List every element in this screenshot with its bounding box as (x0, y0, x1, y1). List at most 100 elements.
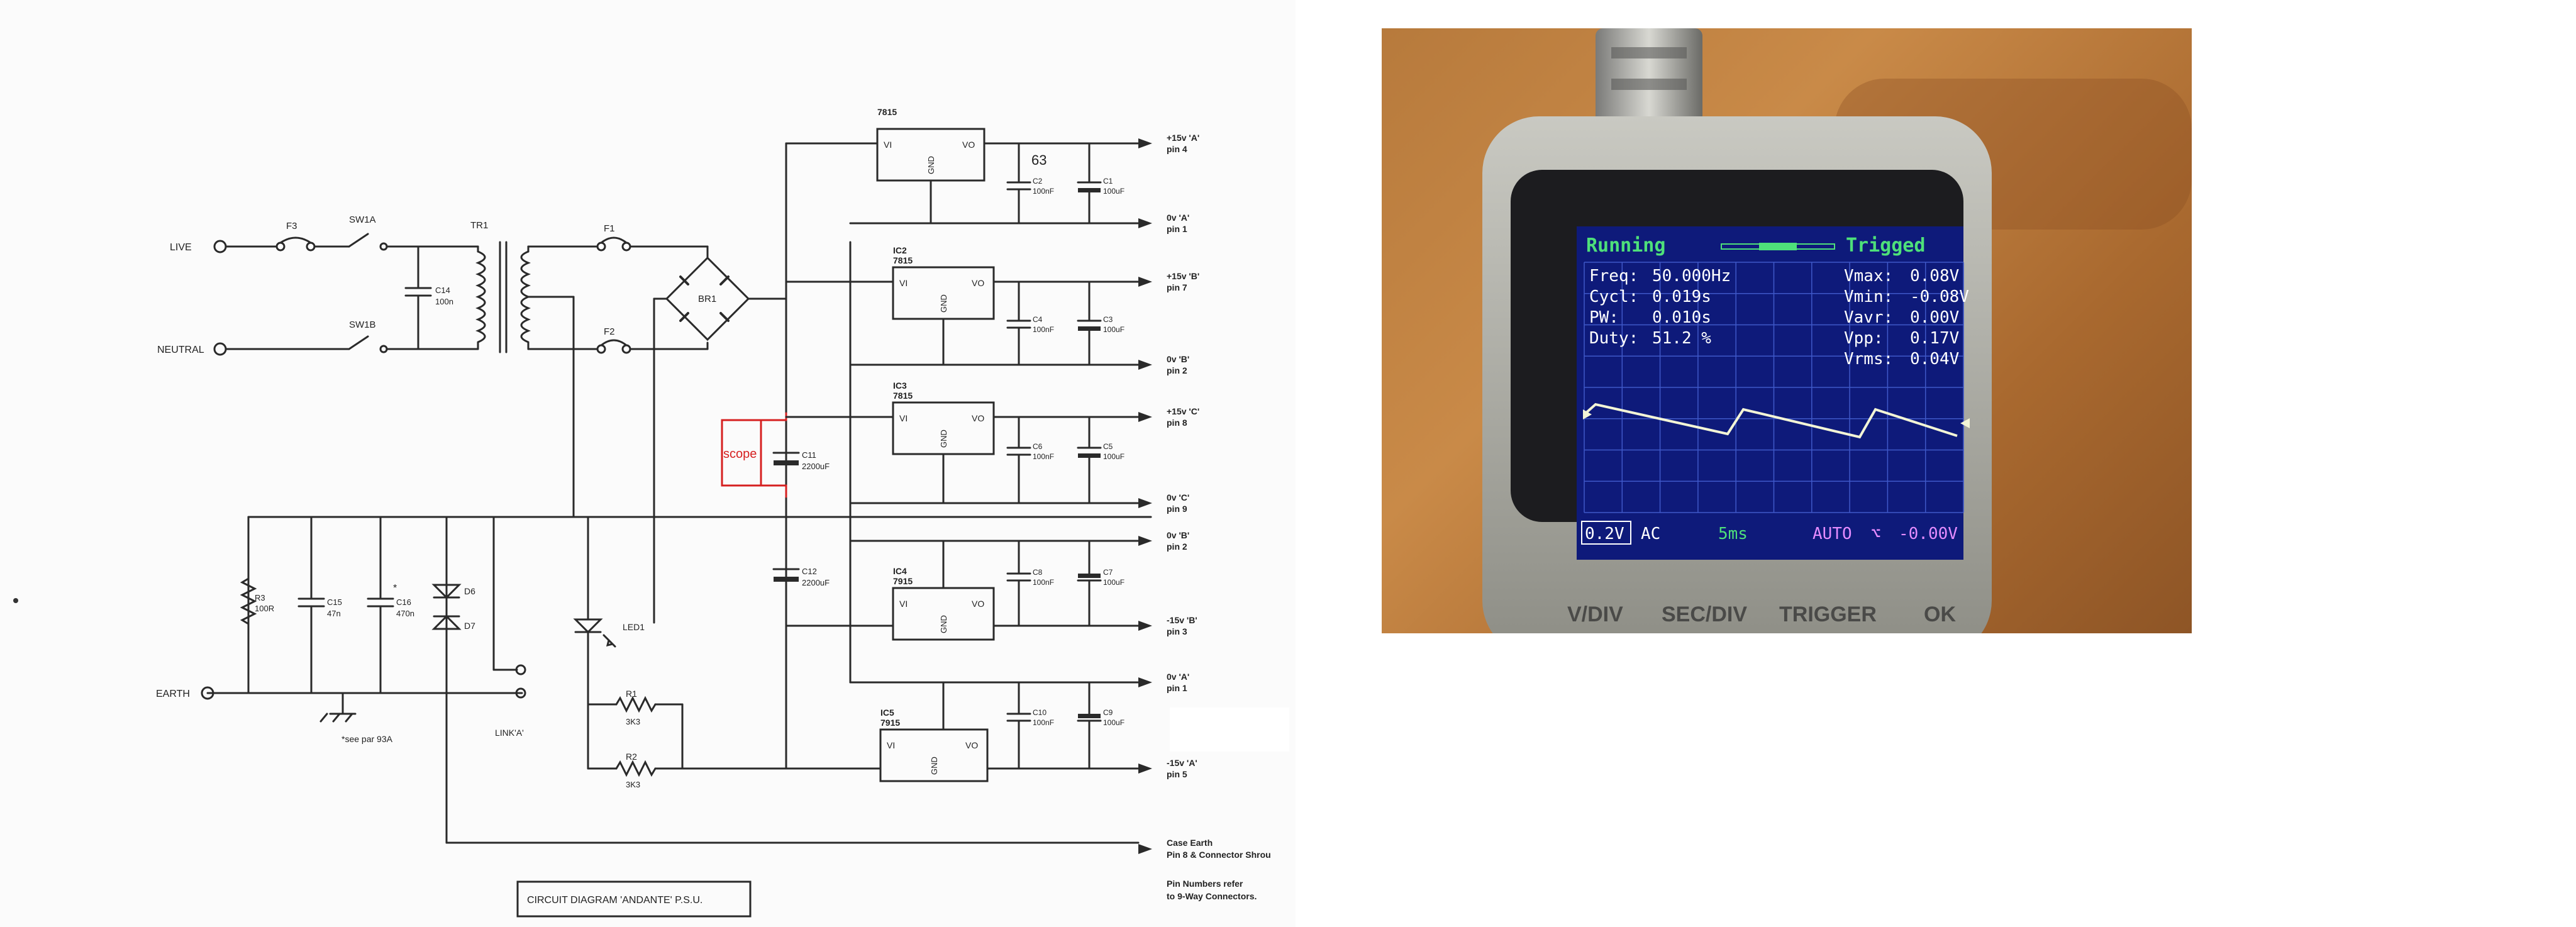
resistor-r2 (615, 760, 657, 777)
regulator-block-3 (785, 401, 1140, 504)
vdiv-button[interactable]: V/DIV (1567, 602, 1623, 626)
regulator-gnd-1: GND (926, 156, 936, 174)
stat-right-value-2: 0.00V (1910, 308, 1959, 327)
live-terminal (213, 240, 227, 253)
label-d7: D7 (464, 621, 475, 631)
timebase-value: 5ms (1718, 525, 1748, 543)
scope-measurements: Freq:50.000HzCycl:0.019sPW:0.010sDuty:51… (1589, 267, 1969, 369)
output-arrows (1138, 138, 1152, 854)
output-label-1: +15v 'A' (1167, 133, 1199, 143)
regulator-part-2: 7815 (893, 255, 913, 265)
regulator-block-1 (785, 128, 1140, 225)
output-pin-1: pin 4 (1167, 144, 1187, 154)
label-r2: R2 (626, 752, 637, 762)
output-pin-6: pin 9 (1167, 504, 1187, 514)
stat-right-value-1: -0.08V (1910, 287, 1969, 306)
label-led1: LED1 (623, 622, 645, 632)
regulator-gnd-5: GND (930, 757, 939, 775)
waveform-trace (1583, 402, 1958, 439)
fuse-f2 (600, 339, 628, 347)
cap-small-value-3: 100nF (1033, 452, 1054, 461)
cap-big-2: C3 (1103, 315, 1113, 324)
label-c15: C15 (327, 597, 342, 607)
ok-button[interactable]: OK (1924, 602, 1956, 626)
transformer-tr1 (475, 241, 531, 353)
coupling-value: AC (1641, 525, 1660, 543)
label-c11-value: 2200uF (802, 462, 830, 471)
label-br1: BR1 (698, 294, 716, 304)
switch-sw1b (348, 335, 369, 350)
stat-right-label-1: Vmin: (1844, 287, 1893, 306)
stat-left-value-1: 0.019s (1652, 287, 1711, 306)
regulator-name-2: IC2 (893, 245, 907, 255)
stat-left-value-3: 51.2 % (1652, 329, 1711, 348)
cap-small-value-1: 100nF (1033, 187, 1054, 196)
label-earth: EARTH (156, 689, 190, 699)
led-led1 (573, 618, 603, 634)
cap-small-1: C2 (1033, 177, 1043, 186)
pin-note-line2: to 9-Way Connectors. (1167, 891, 1257, 901)
cap-small-value-4: 100nF (1033, 578, 1054, 587)
title-box (516, 880, 752, 918)
output-pin-3: pin 7 (1167, 282, 1187, 292)
stat-right-value-4: 0.04V (1910, 350, 1959, 369)
output-label-4: 0v 'B' (1167, 354, 1189, 364)
regulator-vo-3: VO (972, 413, 984, 423)
output-label-8: -15v 'B' (1167, 615, 1197, 625)
diode-d6 (431, 584, 462, 599)
stat-left-label-0: Freq: (1589, 267, 1638, 286)
regulator-block-5 (785, 681, 1140, 782)
neutral-terminal (213, 342, 227, 356)
cap-small-value-2: 100nF (1033, 325, 1054, 334)
label-c16-mark: * (393, 583, 397, 594)
stat-right-label-2: Vavr: (1844, 308, 1893, 327)
output-label-2: 0v 'A' (1167, 213, 1189, 223)
stat-left-label-2: PW: (1589, 308, 1619, 327)
regulator-gnd-4: GND (939, 615, 948, 633)
cap-small-5: C10 (1033, 708, 1046, 717)
output-pin-8: pin 3 (1167, 626, 1187, 636)
output-label-5: +15v 'C' (1167, 406, 1199, 416)
label-r3-value: 100R (255, 604, 274, 613)
cap-small-4: C8 (1033, 568, 1043, 577)
trigger-level: -0.00V (1899, 525, 1958, 543)
regulator-vo-4: VO (972, 599, 984, 609)
label-r3: R3 (255, 593, 265, 602)
label-tr1: TR1 (470, 220, 488, 231)
stat-right-label-3: Vpp: (1844, 329, 1884, 348)
trigger-mode: AUTO (1813, 525, 1852, 543)
label-sw1a: SW1A (349, 214, 376, 225)
regulator-name-5: IC5 (880, 708, 894, 718)
label-d6: D6 (464, 586, 475, 596)
output-label-3: +15v 'B' (1167, 271, 1199, 281)
trigger-edge-icon: ⌥ (1871, 525, 1881, 543)
output-label-10: -15v 'A' (1167, 758, 1197, 768)
stat-right-label-4: Vrms: (1844, 350, 1893, 369)
output-pin-4: pin 2 (1167, 365, 1187, 375)
lcd-screen (1577, 226, 1963, 560)
output-pin-9: pin 1 (1167, 683, 1187, 693)
label-live: LIVE (170, 242, 192, 253)
resistor-r3 (240, 577, 257, 625)
output-pin-7: pin 2 (1167, 541, 1187, 552)
label-see-par: *see par 93A (341, 734, 393, 744)
label-c14-value: 100n (435, 297, 453, 306)
diode-d7 (431, 614, 462, 630)
secdiv-button[interactable]: SEC/DIV (1662, 602, 1747, 626)
cap-big-4: C7 (1103, 568, 1113, 577)
link-a-terminal (515, 664, 526, 675)
bridge-rectifier-br1 (665, 256, 750, 341)
stat-right-label-0: Vmax: (1844, 267, 1893, 286)
status-running: Running (1586, 235, 1665, 257)
label-c12: C12 (802, 567, 817, 576)
label-c12-value: 2200uF (802, 578, 830, 587)
regulator-block-2 (785, 266, 1140, 366)
cap-big-value-1: 100uF (1103, 187, 1124, 196)
stat-left-label-1: Cycl: (1589, 287, 1638, 306)
label-c16-value: 470n (396, 609, 414, 618)
label-c16: C16 (396, 597, 411, 607)
case-earth-sublabel: Pin 8 & Connector Shrou (1167, 850, 1271, 860)
regulator-name-1: 7815 (877, 107, 897, 117)
trigger-button[interactable]: TRIGGER (1779, 602, 1877, 626)
